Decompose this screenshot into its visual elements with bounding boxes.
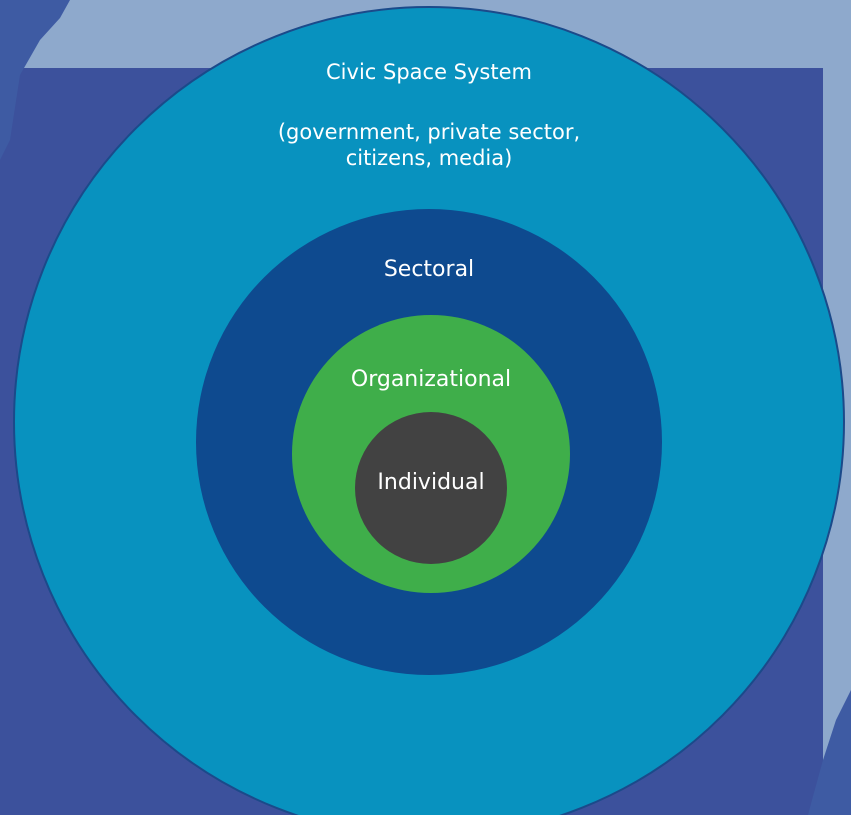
sectoral-label: Sectoral — [383, 257, 475, 282]
individual-label: Individual — [377, 470, 485, 495]
decorative-map-shape-left — [0, 0, 70, 160]
civic-space-system-title: Civic Space System — [326, 60, 532, 84]
civic-space-system-subtitle: (government, private sector, citizens, m… — [277, 120, 581, 171]
decorative-map-shape-right — [808, 690, 851, 815]
individual-circle — [355, 412, 507, 564]
organizational-label: Organizational — [350, 367, 512, 392]
